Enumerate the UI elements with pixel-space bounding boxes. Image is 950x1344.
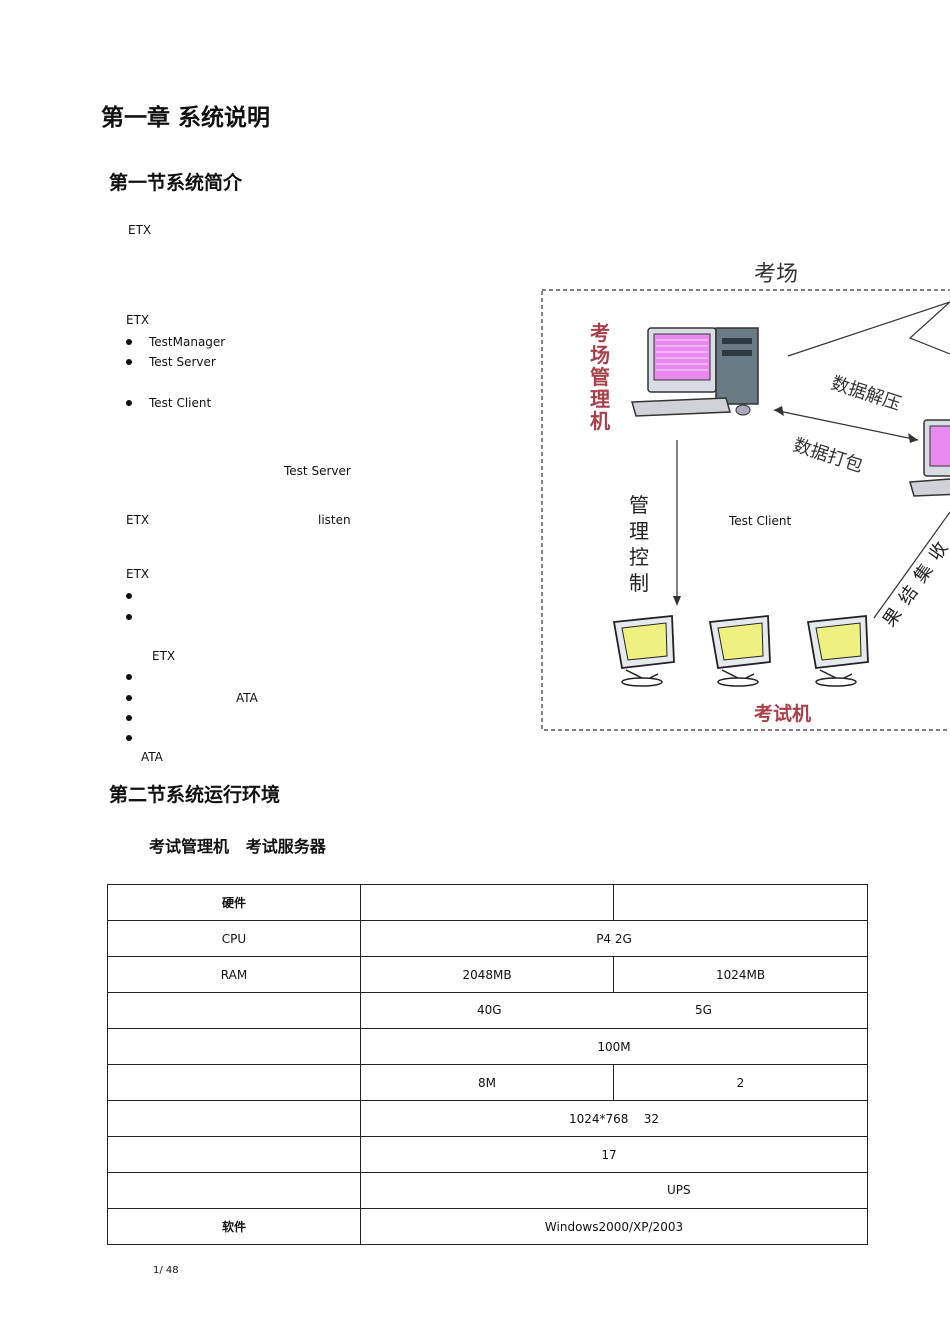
bullet-icon [126,339,132,345]
etx-text: ETX [126,567,150,581]
table-row: 8M 2 [107,1064,868,1101]
table-cell: 17 [360,1136,868,1173]
page-number: 1/ 48 [153,1265,179,1276]
etx-text: ETX [126,513,150,527]
desktop-computer-icon [909,419,950,497]
bullet-icon [126,593,132,599]
svg-text:管: 管 [629,493,649,517]
svg-text:结: 结 [895,582,923,609]
collect-label: 收 集 结 果 [879,538,950,631]
power-value: UPS [667,1183,691,1197]
table-cell [360,884,614,921]
admin-machine-label: 考场 管理机 [590,321,610,433]
hardware-software-table: 硬件 CPU P4 2G RAM 2048MB 1024MB 40G 5G 10… [107,884,868,1245]
table-cell: RAM [107,956,361,993]
svg-text:场: 场 [590,343,610,367]
svg-text:考: 考 [590,321,610,345]
table-row: 17 [107,1136,868,1173]
bullet-icon [126,735,132,741]
list-item-testclient: Test Client [149,396,212,410]
bullet-icon [126,695,132,701]
bullet-icon [126,674,132,680]
decompress-label: 数据解压 [828,373,903,415]
table-row: UPS [107,1172,868,1209]
monitor-icon [806,615,869,687]
table-row: 软件 Windows2000/XP/2003 [107,1208,868,1245]
table-cell: 软件 [107,1208,361,1245]
section-title-intro: 第一节系统简介 [109,172,243,194]
test-client-label: Test Client [728,514,791,528]
table-cell: P4 2G [360,920,868,957]
pack-label: 数据打包 [790,435,865,477]
etx-text: ETX [152,649,176,663]
bullet-icon [126,400,132,406]
control-label: 管理 控制 [629,493,649,595]
ata-text: ATA [236,691,258,705]
subheading-machines: 考试管理机 考试服务器 [149,837,326,856]
monitor-icon [612,615,675,687]
table-cell: 1024MB [613,956,868,993]
table-cell: 2048MB [360,956,614,993]
table-cell: 100M [360,1028,868,1065]
table-cell [107,1100,361,1137]
bullet-icon [126,715,132,721]
svg-text:管: 管 [590,365,610,389]
table-cell: 硬件 [107,884,361,921]
table-cell: Windows2000/XP/2003 [360,1208,868,1245]
table-row: 硬件 [107,884,868,921]
table-cell: CPU [107,920,361,957]
chapter-title: 第一章 系统说明 [101,105,271,131]
table-cell [107,1136,361,1173]
table-cell: 8M [360,1064,614,1101]
bullet-icon [126,614,132,620]
table-cell [613,884,868,921]
table-row: CPU P4 2G [107,920,868,957]
table-cell [107,1028,361,1065]
list-item-testmanager: TestManager [149,335,226,349]
section-title-env: 第二节系统运行环境 [109,784,281,806]
svg-text:理: 理 [590,387,610,411]
svg-text:机: 机 [590,409,610,433]
table-cell: UPS [360,1172,868,1209]
table-row: 40G 5G [107,992,868,1029]
svg-text:集: 集 [910,560,938,587]
table-row: 1024*768 32 [107,1100,868,1137]
monitor-icon [708,615,771,687]
list-item-testserver: Test Server [149,355,216,369]
table-cell [107,992,361,1029]
svg-text:理: 理 [629,519,649,543]
exam-room-diagram: 考场 考场 管理机 数据解压 数据打包 管理 控制 Test Cli [541,262,950,731]
exam-machines-label: 考试机 [754,703,811,725]
table-cell: 2 [613,1064,868,1101]
desktop-computer-icon [631,327,759,417]
table-cell: 40G 5G [360,992,868,1029]
table-cell: 1024*768 32 [360,1100,868,1137]
svg-text:果: 果 [879,604,907,631]
disk-value-a: 40G [477,1003,502,1017]
intro-text-etx: ETX [128,223,152,237]
listen-text: listen [318,513,351,527]
components-intro-etx: ETX [126,313,150,327]
table-row: RAM 2048MB 1024MB [107,956,868,993]
table-cell [107,1172,361,1209]
svg-text:控: 控 [629,545,649,569]
table-cell [107,1064,361,1101]
ata-text: ATA [141,750,163,764]
table-row: 100M [107,1028,868,1065]
disk-value-b: 5G [695,1003,712,1017]
test-server-text: Test Server [284,464,351,478]
bullet-icon [126,359,132,365]
diagram-title: 考场 [754,262,798,287]
svg-text:制: 制 [629,571,649,595]
